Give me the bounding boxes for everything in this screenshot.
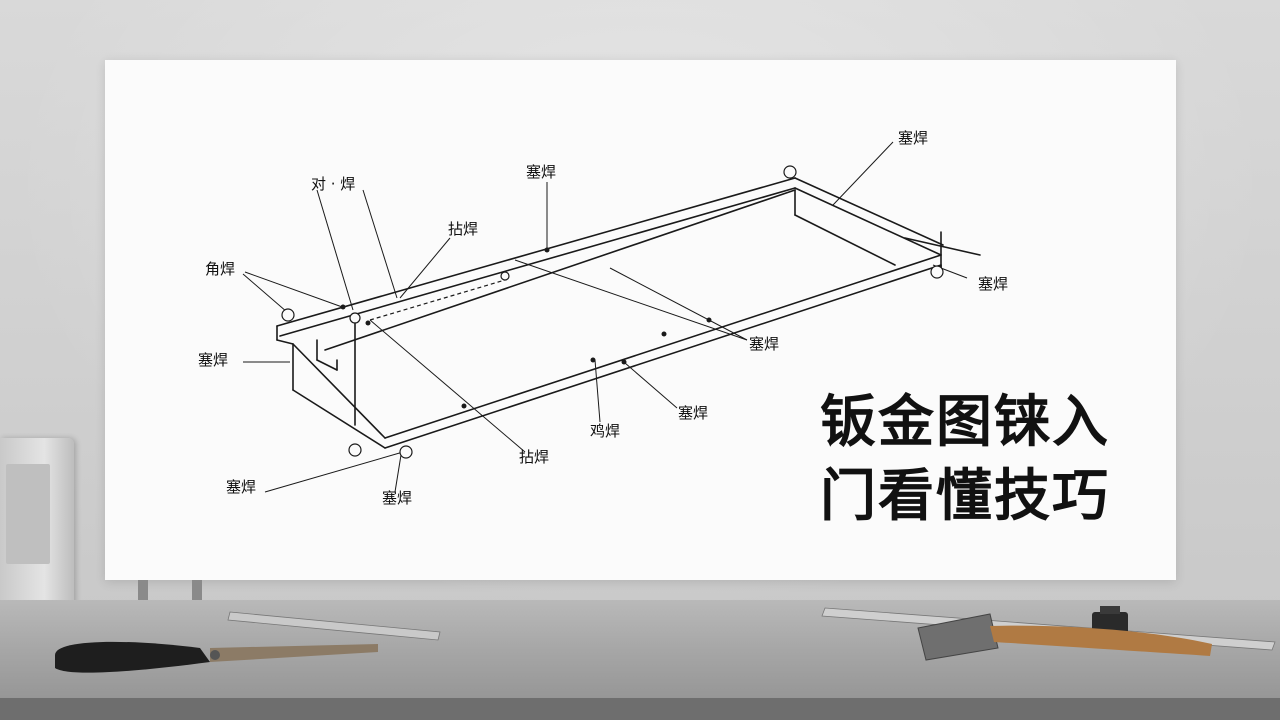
- label-corner-weld: 角焊: [205, 260, 235, 278]
- dashed-seam: [369, 279, 506, 321]
- label-plug-weld-bottom-left: 塞焊: [226, 478, 256, 496]
- label-tack-weld-top: 拈焊: [448, 220, 478, 238]
- weld-markers: [340, 247, 712, 409]
- workbench-edge: [0, 698, 1280, 720]
- machine-slot: [6, 464, 50, 564]
- clamp: [1092, 606, 1128, 634]
- label-tack-weld-bottom: 拈焊: [519, 448, 549, 466]
- label-plug-weld-center: 塞焊: [749, 335, 779, 353]
- label-butt-weld: 对 · 焊: [311, 175, 355, 193]
- tray-outline: [276, 177, 981, 449]
- circle-callouts: [281, 165, 944, 459]
- headline-line-1: 钣金图铼入: [820, 389, 1110, 455]
- label-plug-weld-bottom-center: 塞焊: [382, 489, 412, 507]
- ruler-left: [227, 611, 441, 641]
- hammer: [917, 613, 1212, 661]
- diagram-panel: 塞焊 塞焊 对 · 焊 拈焊 角焊 塞焊 塞焊 塞焊 塞焊 鸡焊 拈焊 塞焊 塞…: [105, 60, 1176, 580]
- label-plug-weld-top-right: 塞焊: [898, 129, 928, 147]
- label-plug-weld-top-middle: 塞焊: [526, 163, 556, 181]
- label-plug-weld-left: 塞焊: [198, 351, 228, 369]
- headline: 钣金图铼入 门看懂技巧: [820, 385, 1160, 533]
- label-plug-weld-bottom: 塞焊: [678, 404, 708, 422]
- workbench: [0, 600, 1280, 720]
- scissors: [55, 641, 378, 673]
- leader-lines: [242, 141, 968, 493]
- sheet-metal-diagram: 塞焊 塞焊 对 · 焊 拈焊 角焊 塞焊 塞焊 塞焊 塞焊 鸡焊 拈焊 塞焊 塞…: [198, 129, 1008, 507]
- label-chicken-weld: 鸡焊: [590, 422, 620, 440]
- tools-on-bench: [55, 606, 1276, 673]
- label-plug-weld-right: 塞焊: [978, 275, 1008, 293]
- headline-line-2: 门看懂技巧: [820, 463, 1110, 529]
